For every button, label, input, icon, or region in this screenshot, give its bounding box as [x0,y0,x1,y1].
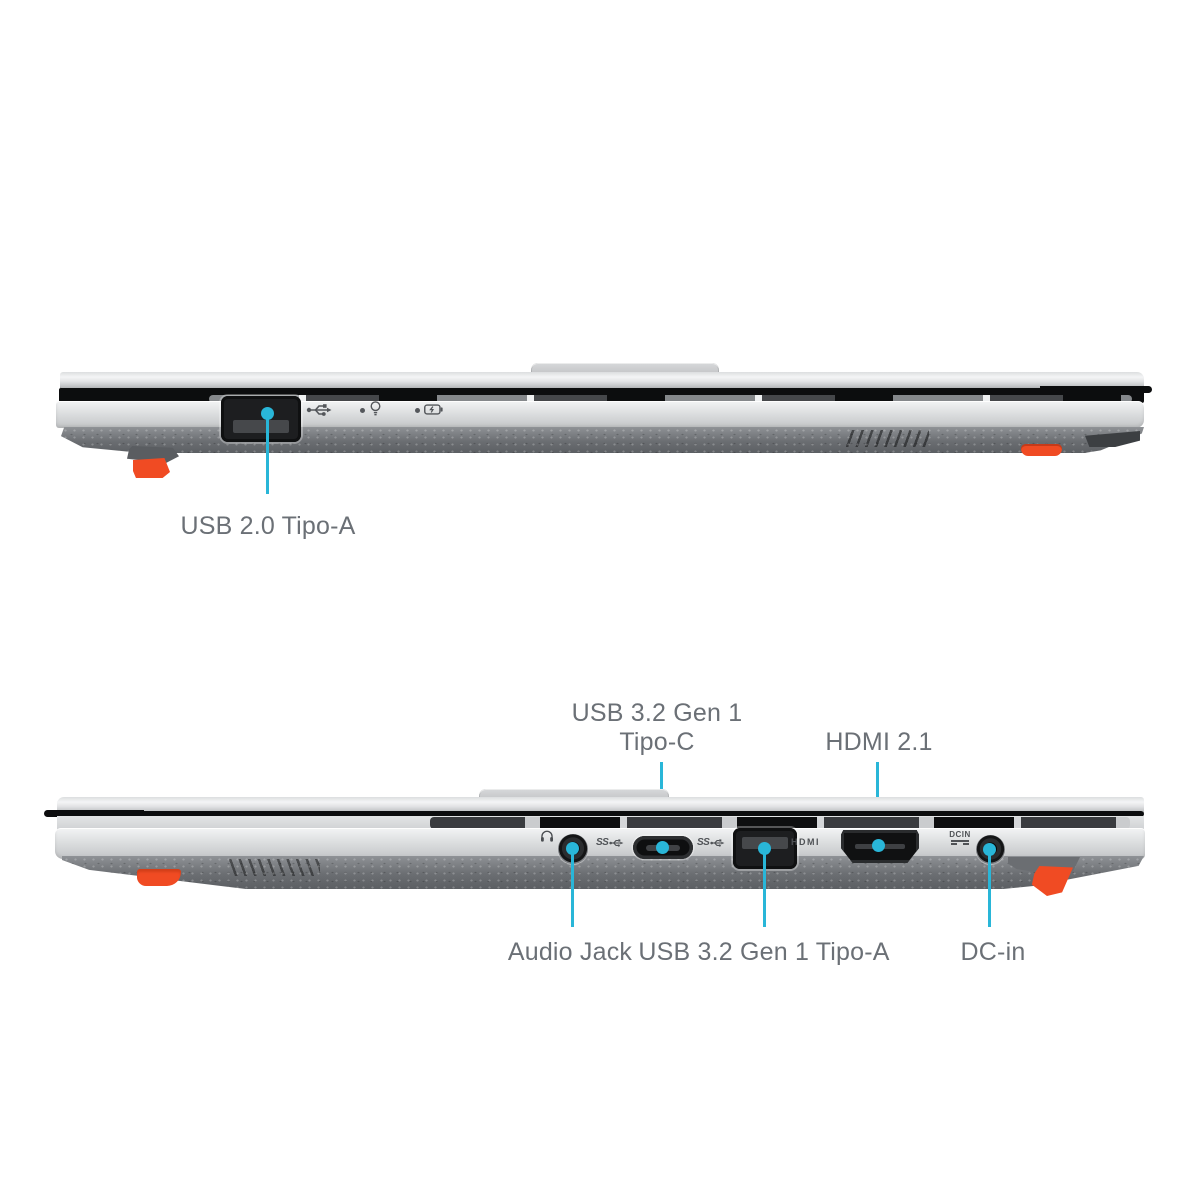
vent-grille [845,430,929,447]
lid-bump [531,363,719,374]
dc-in-marking-text: DCIN [949,830,971,839]
superspeed-label: SS [596,837,609,848]
callout-label-usb-c-line2: Tipo-C [619,728,695,756]
dc-dashed-line-icon [951,843,969,845]
usb-a-port [221,396,301,442]
headphone-icon [541,830,553,842]
superspeed-label: SS [697,837,710,848]
callout-dot-usb-c [656,841,669,854]
callout-dot-usb-a [261,407,274,420]
callout-line-dc-in [988,855,991,927]
vent-grille [228,859,320,876]
superspeed-trident-icon [609,838,624,847]
usb-trident-icon [306,404,332,416]
lid-bump [479,789,669,800]
power-led [360,408,365,413]
callout-label-usb-c-line1: USB 3.2 Gen 1 [571,699,743,727]
laptop-base [62,856,1144,889]
usb-a-tongue [233,420,289,433]
laptop-deck-edge [56,401,1144,428]
callout-label-usb-a: USB 2.0 Tipo-A [180,512,356,540]
hinge-segments [209,395,1132,403]
rubber-foot-left [133,458,170,478]
rubber-foot-left [137,869,181,886]
battery-led [415,408,420,413]
callout-label-hdmi: HDMI 2.1 [825,728,933,756]
foot-mount [127,446,179,463]
superspeed-trident-icon [710,838,725,847]
superspeed-usb-icon: SS [596,837,624,848]
rubber-foot-right [1021,444,1062,456]
callout-dot-hdmi [872,839,885,852]
hinge-segments [430,817,1130,829]
hinge-gap [59,388,1144,403]
superspeed-usb-icon: SS [697,837,725,848]
hinge-gap [58,811,1144,817]
laptop-base [61,427,1144,453]
callout-label-audio: Audio Jack [507,938,633,966]
power-led-icon [370,401,381,416]
callout-dot-dc-in [983,843,996,856]
dc-solid-line-icon [951,840,969,842]
hdmi-marking: HDMI [791,837,820,847]
callout-dot-usb-a [758,842,771,855]
callout-line-usb-a [763,854,766,927]
callout-line-audio [571,854,574,927]
callout-line-usb-a [266,418,269,494]
dc-in-marking: DCIN [947,830,973,845]
rubber-foot-right [1031,866,1073,896]
battery-charging-led-icon [424,404,443,415]
laptop-lid-edge [57,797,1144,814]
callout-dot-audio [566,842,579,855]
callout-label-dc-in: DC-in [960,938,1026,966]
hinge-rubber-right [1085,431,1140,447]
callout-label-usb-c: USB 3.2 Gen 1 Tipo-C [507,699,807,757]
laptop-lid-edge [60,372,1144,389]
callout-label-usb-a: USB 3.2 Gen 1 Tipo-A [638,938,890,966]
